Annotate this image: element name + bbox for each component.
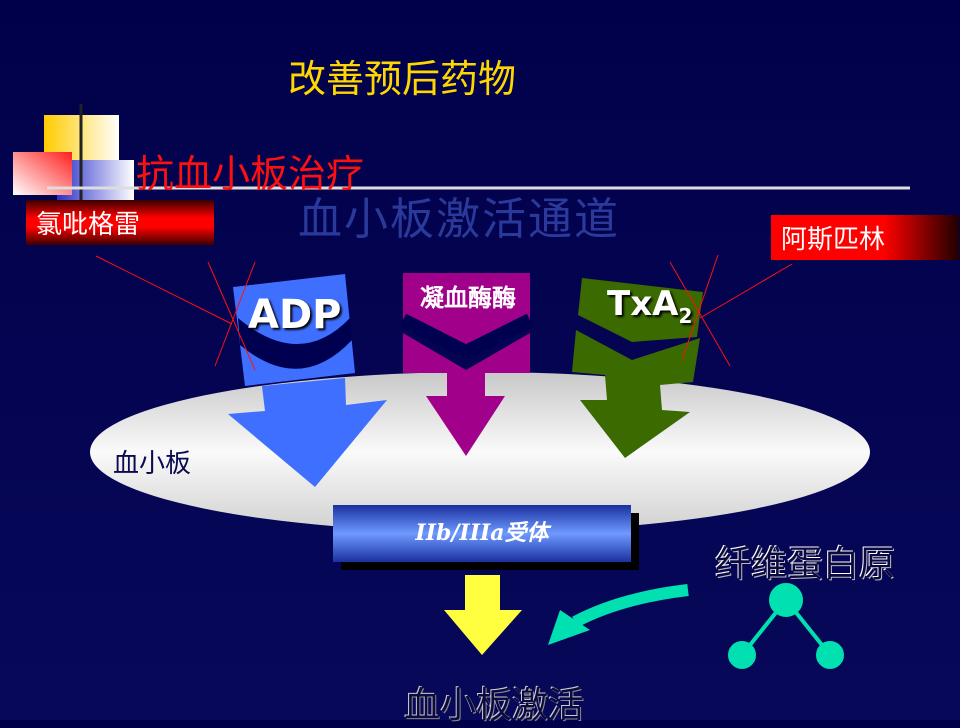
subtitle: 抗血小板治疗 xyxy=(136,152,365,196)
decorative-squares xyxy=(13,104,910,200)
aspirin-label: 阿斯匹林 xyxy=(771,215,959,260)
thrombin-arrow xyxy=(399,273,534,456)
txa2-label: TxA2 xyxy=(607,284,692,328)
thrombin-label: 凝血酶酶 xyxy=(420,283,516,312)
txa-subscript: 2 xyxy=(678,303,693,328)
pathway-title: 血小板激活通道 xyxy=(298,194,620,245)
page-title: 改善预后药物 xyxy=(288,57,517,101)
txa-arrow xyxy=(572,278,703,458)
receptor-box: IIb/IIIa受体 xyxy=(333,505,631,562)
fibrinogen-label: 纤维蛋白原 xyxy=(715,544,896,585)
adp-arrow xyxy=(228,274,387,487)
fibrinogen-molecule-icon xyxy=(728,583,844,669)
txa-text: TxA xyxy=(607,284,679,324)
inhibition-lines xyxy=(95,254,793,371)
activation-arrow xyxy=(444,575,522,655)
adp-label: ADP xyxy=(248,292,342,338)
activation-label: 血小板激活 xyxy=(404,685,585,726)
platelet-label: 血小板 xyxy=(113,449,192,479)
fibrinogen-arrow xyxy=(572,584,689,628)
clopidogrel-label: 氯吡格雷 xyxy=(26,200,214,245)
